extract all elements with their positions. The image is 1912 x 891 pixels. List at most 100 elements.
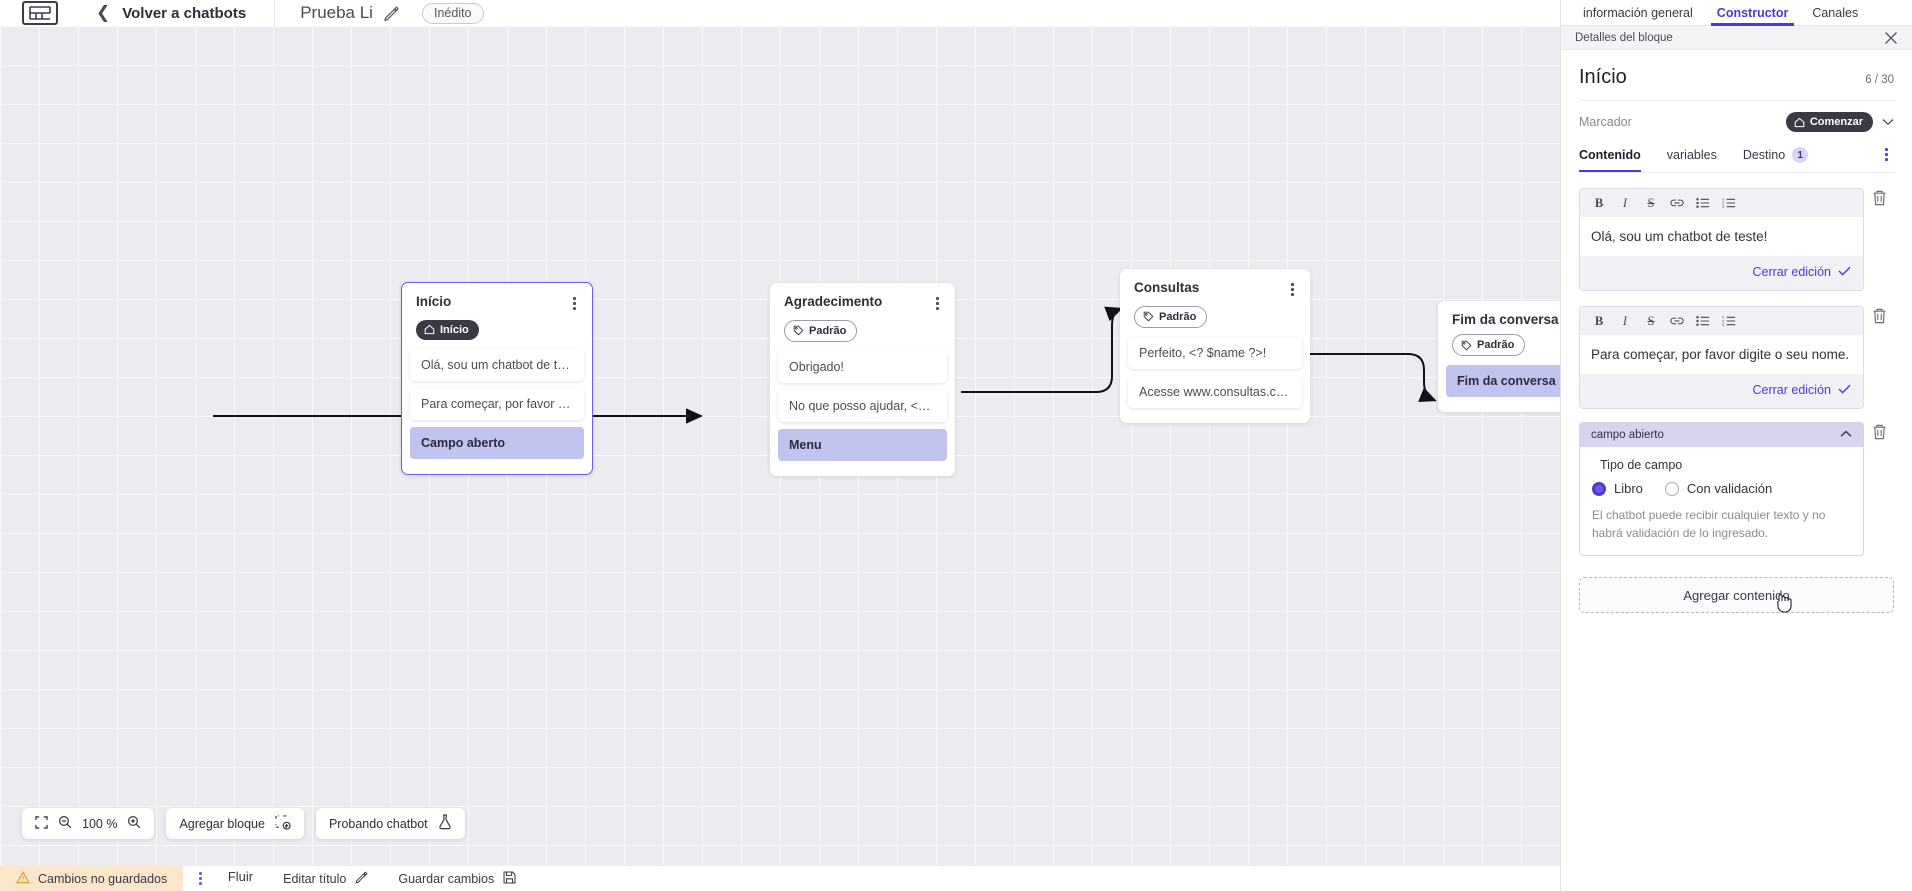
bullet-list-icon[interactable]: [1690, 311, 1716, 331]
numbered-list-icon[interactable]: 1 2 3: [1716, 193, 1742, 213]
marker-badge-label: Comenzar: [1809, 116, 1863, 128]
tab-variables[interactable]: variables: [1667, 148, 1717, 171]
zoom-out-icon[interactable]: [58, 815, 72, 832]
edit-title-button[interactable]: Editar título: [283, 870, 368, 887]
delete-block-icon[interactable]: [1864, 188, 1894, 206]
open-field-body: Tipo de campo Libro Con validación El ch…: [1580, 447, 1863, 555]
flow-node-inicio[interactable]: Início Início Olá, sou um chatbot de tes…: [401, 282, 593, 476]
strikethrough-icon[interactable]: S: [1647, 195, 1655, 210]
marker-row: Marcador Comenzar: [1579, 101, 1894, 141]
rich-text-editor[interactable]: B I S: [1579, 188, 1864, 292]
node-message[interactable]: Para começar, por favor digite o ...: [410, 388, 584, 421]
open-field-title: campo abierto: [1591, 429, 1664, 442]
tab-contenido[interactable]: Contenido: [1579, 148, 1641, 172]
tab-constructor[interactable]: Constructor: [1705, 0, 1801, 26]
node-menu-button[interactable]: [569, 294, 580, 313]
flow-canvas[interactable]: Início Início Olá, sou um chatbot de tes…: [0, 26, 1560, 865]
warning-icon: [15, 870, 31, 887]
close-edit-label[interactable]: Cerrar edición: [1752, 265, 1831, 280]
open-field-header[interactable]: campo abierto: [1580, 423, 1863, 448]
node-action-chip[interactable]: Menu: [778, 428, 947, 461]
editor-text-value[interactable]: Para começar, por favor digite o seu nom…: [1580, 335, 1863, 375]
back-chevron-icon[interactable]: ❮: [96, 2, 111, 23]
check-icon[interactable]: [1838, 381, 1851, 399]
unsaved-changes-banner: Cambios no guardados: [0, 865, 184, 891]
chevron-up-icon[interactable]: [1840, 429, 1852, 441]
editor-text-value[interactable]: Olá, sou um chatbot de teste!: [1580, 217, 1863, 257]
strikethrough-icon[interactable]: S: [1647, 313, 1655, 328]
node-tag-row: Padrão: [1438, 327, 1560, 365]
node-message[interactable]: Olá, sou um chatbot de teste!: [410, 349, 584, 382]
node-tag-row: Padrão: [1120, 299, 1310, 337]
zoom-controls[interactable]: 100 %: [22, 808, 155, 839]
node-menu-button[interactable]: [1287, 280, 1298, 299]
add-content-label: Agregar contenido: [1683, 587, 1790, 603]
node-title: Agradecimento: [784, 294, 883, 309]
save-disk-icon: [503, 871, 516, 887]
unsaved-changes-label: Cambios no guardados: [38, 871, 168, 886]
node-tag-label: Início: [440, 323, 469, 336]
bold-icon[interactable]: B: [1594, 313, 1604, 328]
save-changes-label: Guardar cambios: [398, 871, 495, 886]
delete-block-icon[interactable]: [1864, 422, 1894, 440]
radio-option-con-validacion[interactable]: Con validación: [1664, 481, 1772, 496]
radio-button[interactable]: [1664, 481, 1679, 496]
marker-badge[interactable]: Comenzar: [1785, 112, 1873, 132]
delete-block-icon[interactable]: [1864, 306, 1894, 324]
zoom-in-icon[interactable]: [127, 815, 141, 832]
tab-destino[interactable]: Destino 1: [1742, 147, 1809, 172]
tab-canales[interactable]: Canales: [1812, 5, 1859, 20]
close-edit-label[interactable]: Cerrar edición: [1752, 383, 1831, 398]
node-message[interactable]: Perfeito, <? $name ?>!: [1128, 336, 1302, 369]
flow-node-consultas[interactable]: Consultas Padrão Perfeito, <? $name ?>! …: [1120, 269, 1310, 423]
check-icon[interactable]: [1838, 263, 1851, 281]
node-tag-default: Padrão: [1452, 334, 1526, 356]
link-icon[interactable]: [1664, 311, 1690, 331]
node-message[interactable]: Acesse www.consultas.com par...: [1128, 375, 1302, 408]
bullet-list-icon[interactable]: [1690, 193, 1716, 213]
marker-value-group[interactable]: Comenzar: [1785, 112, 1894, 132]
tab-fluir[interactable]: Fluir: [213, 869, 268, 891]
field-type-label: Tipo de campo: [1600, 458, 1683, 473]
italic-icon[interactable]: I: [1622, 313, 1628, 328]
node-action-chip[interactable]: Fim da conversa: [1446, 365, 1560, 397]
field-type-radio-group: Libro Con validación: [1592, 481, 1851, 496]
back-to-chatbots-link[interactable]: Volver a chatbots: [122, 4, 247, 22]
bottom-bar-menu-button[interactable]: [195, 869, 206, 888]
open-field-card: campo abierto Tipo de campo Libro: [1579, 422, 1864, 557]
radio-option-libro[interactable]: Libro: [1592, 481, 1643, 496]
content-tab-menu-button[interactable]: [1881, 145, 1892, 164]
fit-screen-icon[interactable]: [35, 815, 48, 832]
node-title: Fim da conversa: [1452, 312, 1559, 327]
chatbot-title: Prueba Li: [300, 3, 373, 22]
node-tag-row: Início: [402, 313, 592, 350]
node-tag-label: Padrão: [1477, 339, 1515, 351]
add-content-button[interactable]: Agregar contenido: [1579, 577, 1894, 614]
add-block-label: Agregar bloque: [179, 816, 265, 831]
node-action-chip[interactable]: Campo aberto: [410, 427, 584, 460]
home-icon: [424, 325, 435, 335]
close-icon[interactable]: [1884, 31, 1898, 45]
block-details-panel: información general Constructor Canales …: [1560, 0, 1912, 891]
chevron-down-icon[interactable]: [1882, 113, 1894, 131]
save-changes-button[interactable]: Guardar cambios: [398, 871, 516, 887]
tab-informacion-general[interactable]: información general: [1583, 5, 1693, 20]
bold-icon[interactable]: B: [1594, 195, 1604, 210]
top-bar: ❮ Volver a chatbots Prueba Li Inédito: [0, 0, 1560, 30]
editor-footer: Cerrar edición: [1580, 374, 1863, 409]
node-message[interactable]: Obrigado!: [778, 350, 947, 383]
link-icon[interactable]: [1664, 193, 1690, 213]
rich-text-editor[interactable]: B I S: [1579, 306, 1864, 410]
tab-destino-label: Destino: [1742, 148, 1786, 162]
content-block-open-field: campo abierto Tipo de campo Libro: [1579, 422, 1894, 557]
italic-icon[interactable]: I: [1622, 195, 1628, 210]
flow-node-fim-da-conversa[interactable]: Fim da conversa Padrão Fim da conversa: [1438, 301, 1560, 412]
add-block-button[interactable]: Agregar bloque: [166, 808, 304, 839]
flow-node-agradecimento[interactable]: Agradecimento Padrão Obrigado! No que po…: [770, 283, 955, 476]
numbered-list-icon[interactable]: 1 2 3: [1716, 311, 1742, 331]
test-chatbot-button[interactable]: Probando chatbot: [315, 808, 465, 839]
node-message[interactable]: No que posso ajudar, <? $name ...: [778, 389, 947, 422]
node-menu-button[interactable]: [932, 294, 943, 313]
edit-pencil-icon[interactable]: [383, 5, 400, 22]
radio-button[interactable]: [1592, 481, 1606, 496]
